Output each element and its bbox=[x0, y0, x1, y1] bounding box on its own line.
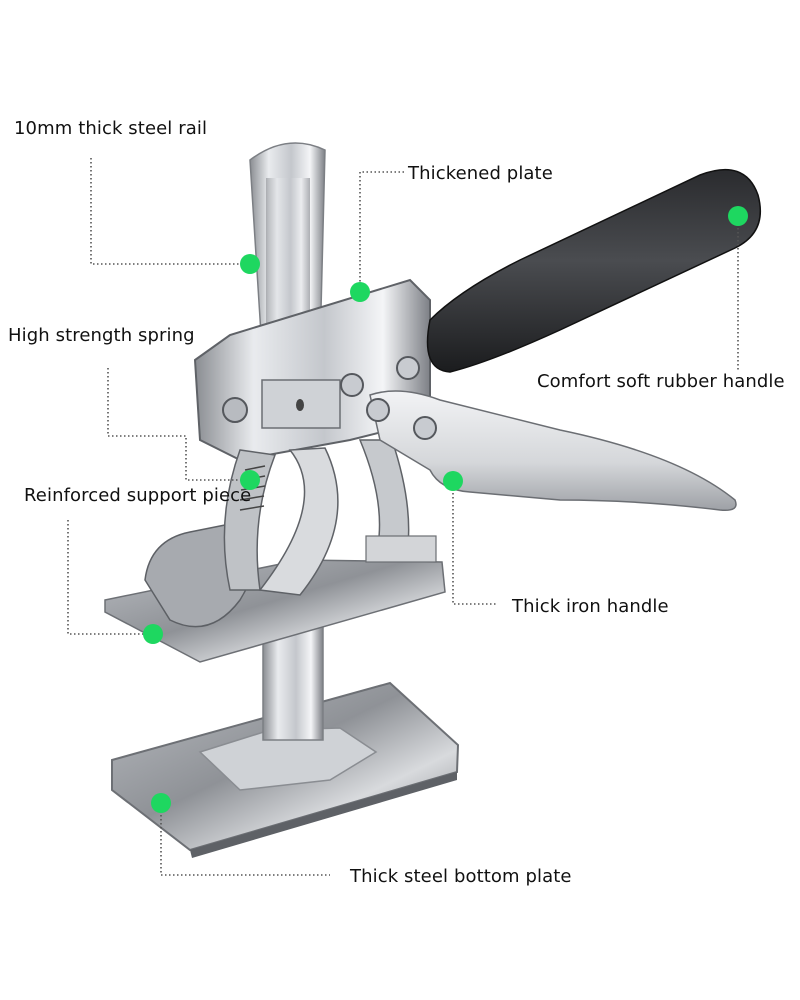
callout-dot-support bbox=[143, 624, 163, 644]
callout-dot-bottom-plate bbox=[151, 793, 171, 813]
callout-dot-rail bbox=[240, 254, 260, 274]
callout-dot-rubber-handle bbox=[728, 206, 748, 226]
rubber-handle-shape bbox=[426, 168, 762, 373]
bottom-plate-shape bbox=[111, 681, 460, 858]
label-rubber-handle: Comfort soft rubber handle bbox=[537, 371, 785, 392]
leader-lines bbox=[67, 158, 739, 876]
label-bottom-plate: Thick steel bottom plate bbox=[350, 866, 572, 887]
label-iron-handle: Thick iron handle bbox=[512, 596, 669, 617]
callout-dot-iron-handle bbox=[443, 471, 463, 491]
label-thickened-plate: Thickened plate bbox=[408, 163, 553, 184]
label-support-piece: Reinforced support piece bbox=[24, 485, 252, 506]
label-spring: High strength spring bbox=[8, 325, 195, 346]
iron-handle-shape bbox=[369, 390, 737, 512]
callout-dot-spring bbox=[240, 470, 260, 490]
callout-dot-plate bbox=[350, 282, 370, 302]
label-steel-rail: 10mm thick steel rail bbox=[14, 118, 208, 139]
